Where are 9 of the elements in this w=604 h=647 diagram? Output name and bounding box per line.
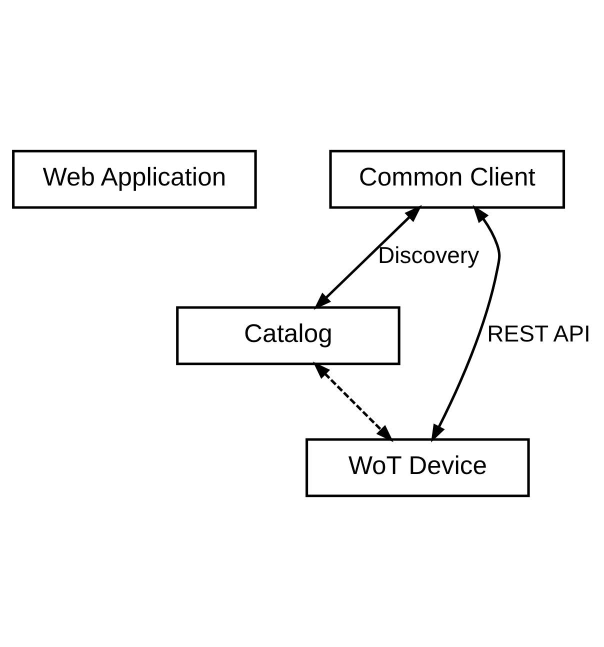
arrow (314, 205, 422, 310)
node-box: Web Application (12, 150, 257, 209)
edge-label: Discovery (378, 242, 480, 268)
node-box: Common Client (329, 150, 566, 209)
node-box: WoT Device (306, 438, 530, 498)
arrow (431, 205, 501, 442)
node-box: Catalog (176, 306, 400, 366)
edge-label: REST API (487, 320, 590, 346)
arrow (312, 362, 394, 442)
